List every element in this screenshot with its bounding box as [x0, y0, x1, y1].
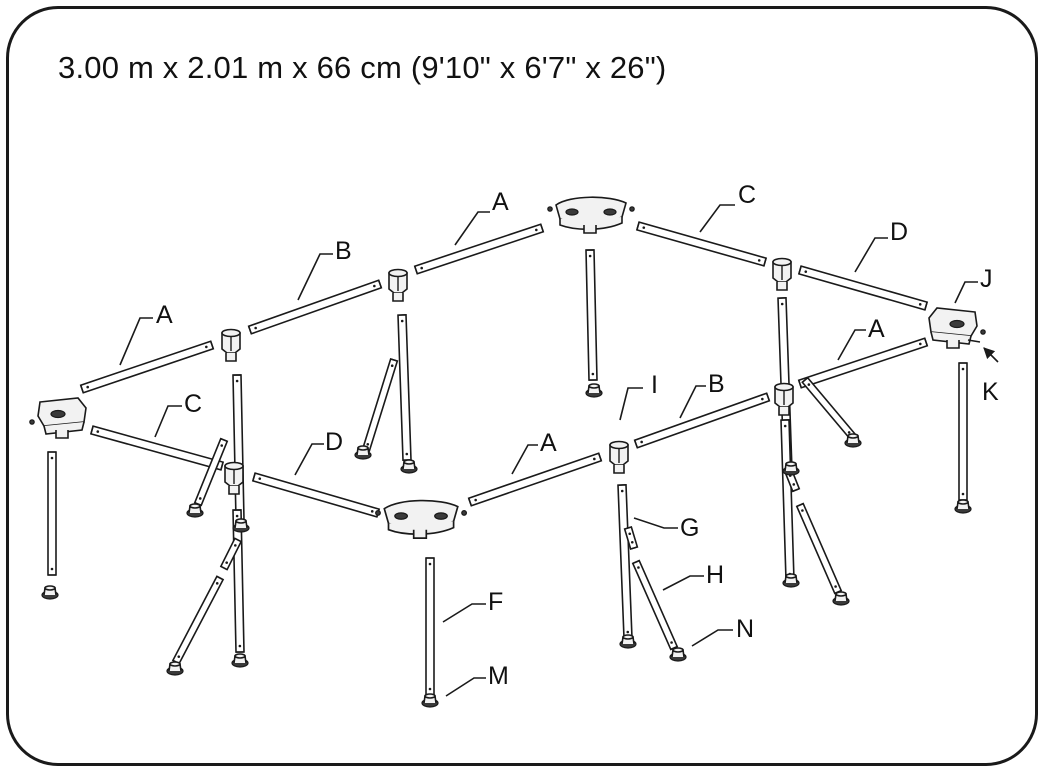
diagram-frame	[6, 6, 1038, 766]
leg-back-middle	[585, 249, 598, 381]
label-a-top: A	[492, 188, 509, 216]
part-labels: A C D B J A A K I B C D A	[119, 181, 999, 697]
strut-left-back	[193, 437, 229, 507]
foot-right-back-strut	[844, 433, 862, 448]
foot-back-left	[400, 459, 418, 474]
foot-n	[669, 647, 687, 662]
beam-a-top	[413, 223, 545, 275]
beam-b-top	[247, 279, 383, 335]
corner-cap-left	[29, 397, 87, 439]
leader-d-middle	[294, 443, 324, 476]
foot-left-front	[231, 653, 249, 668]
leader-h	[662, 575, 704, 591]
pin-k	[967, 339, 981, 343]
label-j: J	[980, 265, 993, 293]
label-n: N	[736, 615, 754, 643]
strut-right-front	[795, 502, 843, 595]
foot-g	[619, 634, 637, 649]
leader-i	[619, 387, 643, 421]
strut-left-link	[219, 537, 243, 571]
leg-left-upper	[232, 374, 245, 521]
beam-b-right	[633, 392, 771, 449]
leader-b-top	[297, 253, 333, 301]
label-g: G	[680, 514, 699, 542]
beam-a-right	[797, 337, 929, 389]
leader-a-middle	[511, 444, 538, 475]
leg-back-left-t	[397, 314, 412, 461]
leader-d-right	[854, 237, 888, 273]
beam-c-top	[635, 221, 768, 267]
label-d-right: D	[890, 218, 908, 246]
leader-c-left	[154, 405, 182, 438]
connector-i-front	[609, 440, 629, 474]
leg-right-t-front	[780, 419, 795, 581]
foot-m	[421, 693, 439, 708]
leg-f	[425, 557, 435, 696]
vertical-legs	[47, 249, 968, 696]
corner-cap-back	[547, 196, 635, 234]
corner-cap-j	[928, 307, 986, 349]
foot-right-t	[782, 461, 800, 476]
foot-right-t-front	[782, 573, 800, 588]
beam-a-middle	[467, 452, 603, 507]
label-c-top: C	[738, 181, 756, 209]
beam-d-middle	[251, 472, 381, 518]
label-a-middle: A	[540, 429, 557, 457]
label-h: H	[706, 561, 724, 589]
beam-d-right	[797, 265, 929, 311]
foot-caps	[41, 383, 972, 708]
foot-right-corner	[954, 499, 972, 514]
leader-k	[983, 347, 999, 363]
leg-right-corner	[958, 362, 968, 501]
label-d-middle: D	[325, 428, 343, 456]
label-c-left: C	[184, 390, 202, 418]
strut-back-left	[361, 357, 399, 453]
foot-left-strut	[166, 661, 184, 676]
connector-i-right-front	[774, 382, 794, 416]
leg-g	[617, 484, 633, 639]
connector-i-left-top	[221, 328, 241, 362]
connector-i-left-front	[224, 461, 244, 495]
horizontal-beams	[79, 221, 929, 518]
foot-right-front-strut	[832, 591, 850, 606]
leader-j	[954, 281, 978, 304]
leader-g	[633, 517, 678, 529]
diagonal-struts	[171, 357, 857, 665]
label-f: F	[488, 588, 503, 616]
leader-a-right	[837, 329, 866, 361]
leader-a-top	[454, 211, 490, 246]
label-k: K	[982, 378, 999, 406]
leader-b-right	[679, 385, 706, 419]
connector-i-back	[388, 268, 408, 302]
foot-left-back-strut	[186, 503, 204, 518]
leader-n	[691, 629, 733, 647]
leader-a-left	[119, 317, 153, 366]
label-a-right: A	[868, 315, 885, 343]
label-b-top: B	[335, 237, 352, 265]
foot-back-left-strut	[354, 445, 372, 460]
strut-left-front	[171, 575, 225, 665]
leg-front-left-corner	[47, 451, 57, 576]
label-a-left: A	[156, 301, 173, 329]
label-m: M	[488, 662, 509, 690]
strut-right-back	[801, 376, 857, 441]
beam-a-left	[79, 340, 215, 394]
page-title: 3.00 m x 2.01 m x 66 cm (9'10" x 6'7" x …	[58, 50, 667, 85]
label-i: I	[651, 371, 658, 399]
strut-h	[631, 559, 679, 651]
foot-front-left-corner	[41, 585, 59, 600]
foot-back-middle	[585, 383, 603, 398]
leader-f	[442, 603, 486, 623]
leader-c-top	[699, 204, 735, 233]
connector-i-right	[772, 257, 792, 291]
label-b-right: B	[708, 370, 725, 398]
strut-g-link	[623, 525, 639, 551]
leader-m	[445, 677, 486, 697]
foot-left-upper	[232, 518, 250, 533]
connectors	[29, 196, 986, 539]
corner-cap-front	[375, 499, 468, 539]
